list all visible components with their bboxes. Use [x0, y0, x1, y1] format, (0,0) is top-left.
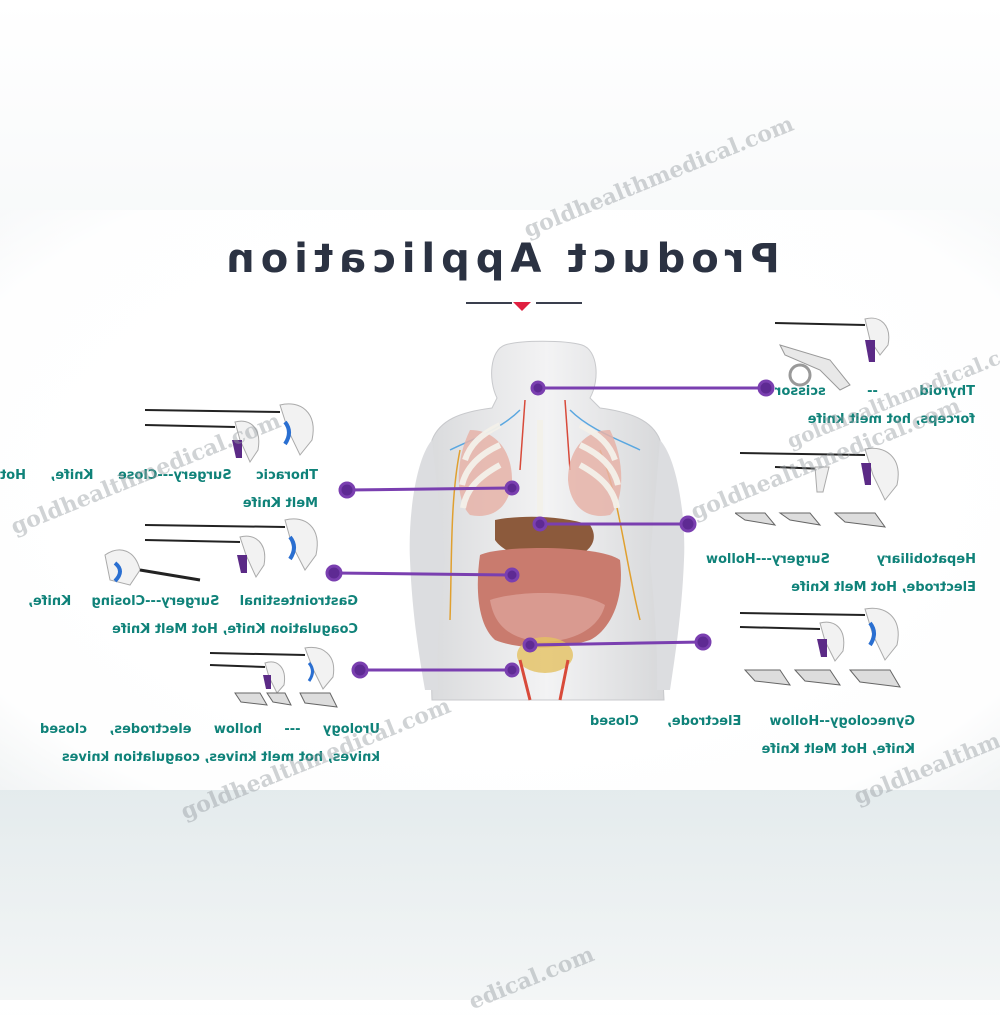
label-hepatobiliary: Hepatobiliary Surgery---Hollow Electrode… — [706, 546, 976, 602]
title-rule-right — [536, 302, 582, 304]
label-hepatobiliary-line1: Hepatobiliary Surgery---Hollow — [706, 552, 976, 567]
ribcage — [459, 420, 621, 520]
label-gastrointestinal-line1: Gastrointestinal Surgery---Closing Knife… — [28, 594, 358, 609]
background-wave — [0, 790, 1000, 1000]
thyroid-instruments — [774, 317, 890, 391]
urology-instruments — [209, 646, 338, 708]
label-gynecology-line1: Gynecology--Hollow Electrode, Closed — [590, 714, 915, 729]
label-gynecology-line2: Knife, Hot Melt Knife — [761, 742, 915, 757]
title-rule-left — [466, 302, 512, 304]
label-gastrointestinal-line2: Coagulation Knife, Hot Melt Knife — [112, 622, 358, 637]
label-gastrointestinal: Gastrointestinal Surgery---Closing Knife… — [28, 588, 358, 644]
connectors — [325, 379, 775, 679]
hepatobiliary-instruments — [735, 447, 899, 528]
thoracic-instruments — [144, 403, 314, 464]
title-accent-mark — [513, 302, 531, 311]
gynecology-instruments — [739, 607, 901, 688]
label-hepatobiliary-line2: Electrode, Hot Melt Knife — [791, 580, 976, 595]
label-gynecology: Gynecology--Hollow Electrode, Closed Kni… — [590, 708, 915, 764]
gastrointestinal-instruments — [104, 518, 318, 586]
